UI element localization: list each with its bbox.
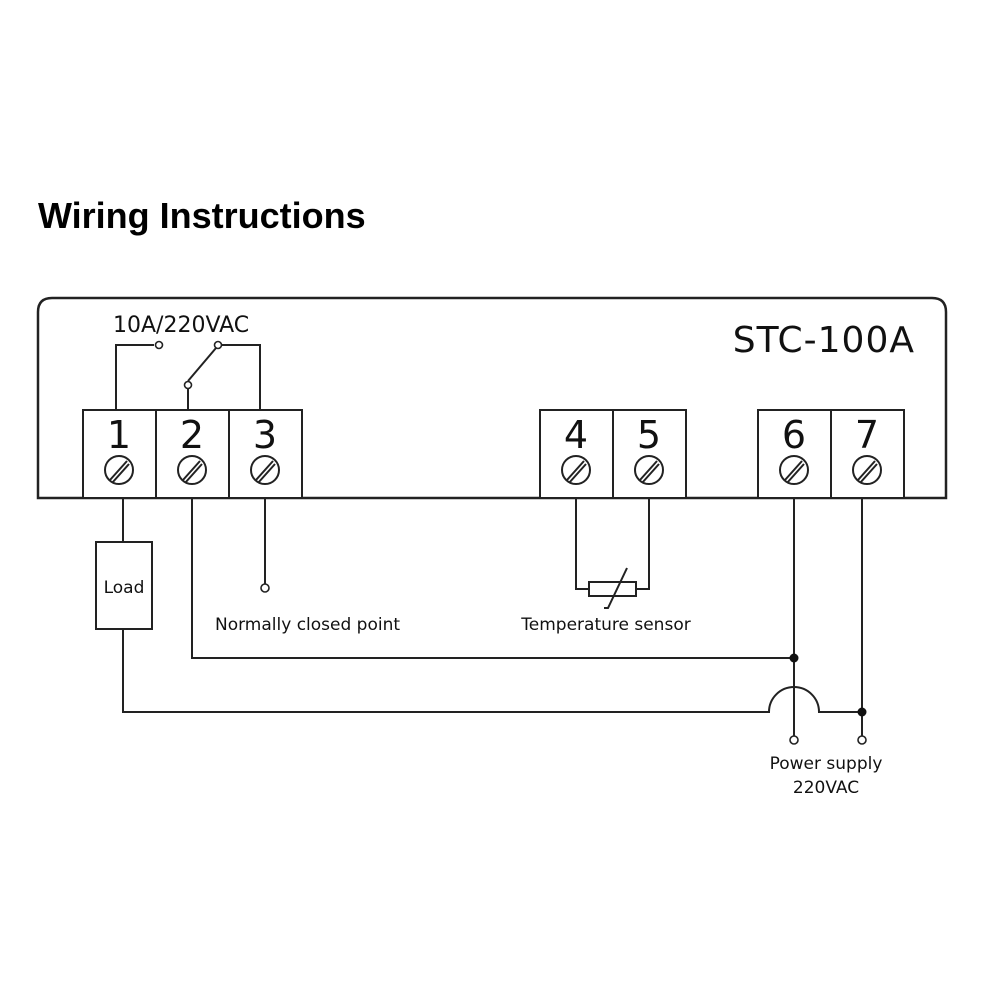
- terminal-3-number: 3: [253, 413, 277, 457]
- junction-dot: [857, 707, 867, 717]
- power-supply-node-2: [857, 735, 867, 745]
- relay-contact-symbol: [115, 340, 261, 410]
- power-supply-label: Power supply: [770, 754, 883, 774]
- terminal-2-number: 2: [180, 413, 204, 457]
- terminal-block-sensor: [539, 409, 687, 499]
- load-label: Load: [104, 578, 145, 598]
- wire-load-terminal-7: [122, 629, 862, 713]
- terminal-1-number: 1: [107, 413, 131, 457]
- model-label: STC-100A: [733, 320, 915, 361]
- relay-rating-label: 10A/220VAC: [113, 313, 249, 338]
- page-title: Wiring Instructions: [38, 195, 366, 236]
- terminal-6-number: 6: [782, 413, 806, 457]
- screw-icon: [852, 455, 882, 485]
- screw-icon: [634, 455, 664, 485]
- power-supply-node-1: [789, 735, 799, 745]
- load-box: [95, 541, 153, 630]
- power-supply-voltage-label: 220VAC: [793, 778, 859, 798]
- terminal-7-number: 7: [855, 413, 879, 457]
- wire-terminal-2-terminal-6: [191, 498, 794, 659]
- normally-closed-label: Normally closed point: [215, 615, 400, 635]
- junction-dot: [789, 653, 799, 663]
- terminal-4-number: 4: [564, 413, 588, 457]
- screw-icon: [177, 455, 207, 485]
- screw-icon: [104, 455, 134, 485]
- terminal-5-number: 5: [637, 413, 661, 457]
- wire-terminal-4-sensor: [575, 498, 589, 590]
- temperature-sensor-label: Temperature sensor: [520, 615, 690, 635]
- screw-icon: [250, 455, 280, 485]
- thermistor-icon: [588, 567, 637, 609]
- normally-closed-terminal-node: [260, 583, 270, 593]
- screw-icon: [561, 455, 591, 485]
- screw-icon: [779, 455, 809, 485]
- terminal-block-power: [757, 409, 905, 499]
- wire-terminal-5-sensor: [636, 498, 650, 590]
